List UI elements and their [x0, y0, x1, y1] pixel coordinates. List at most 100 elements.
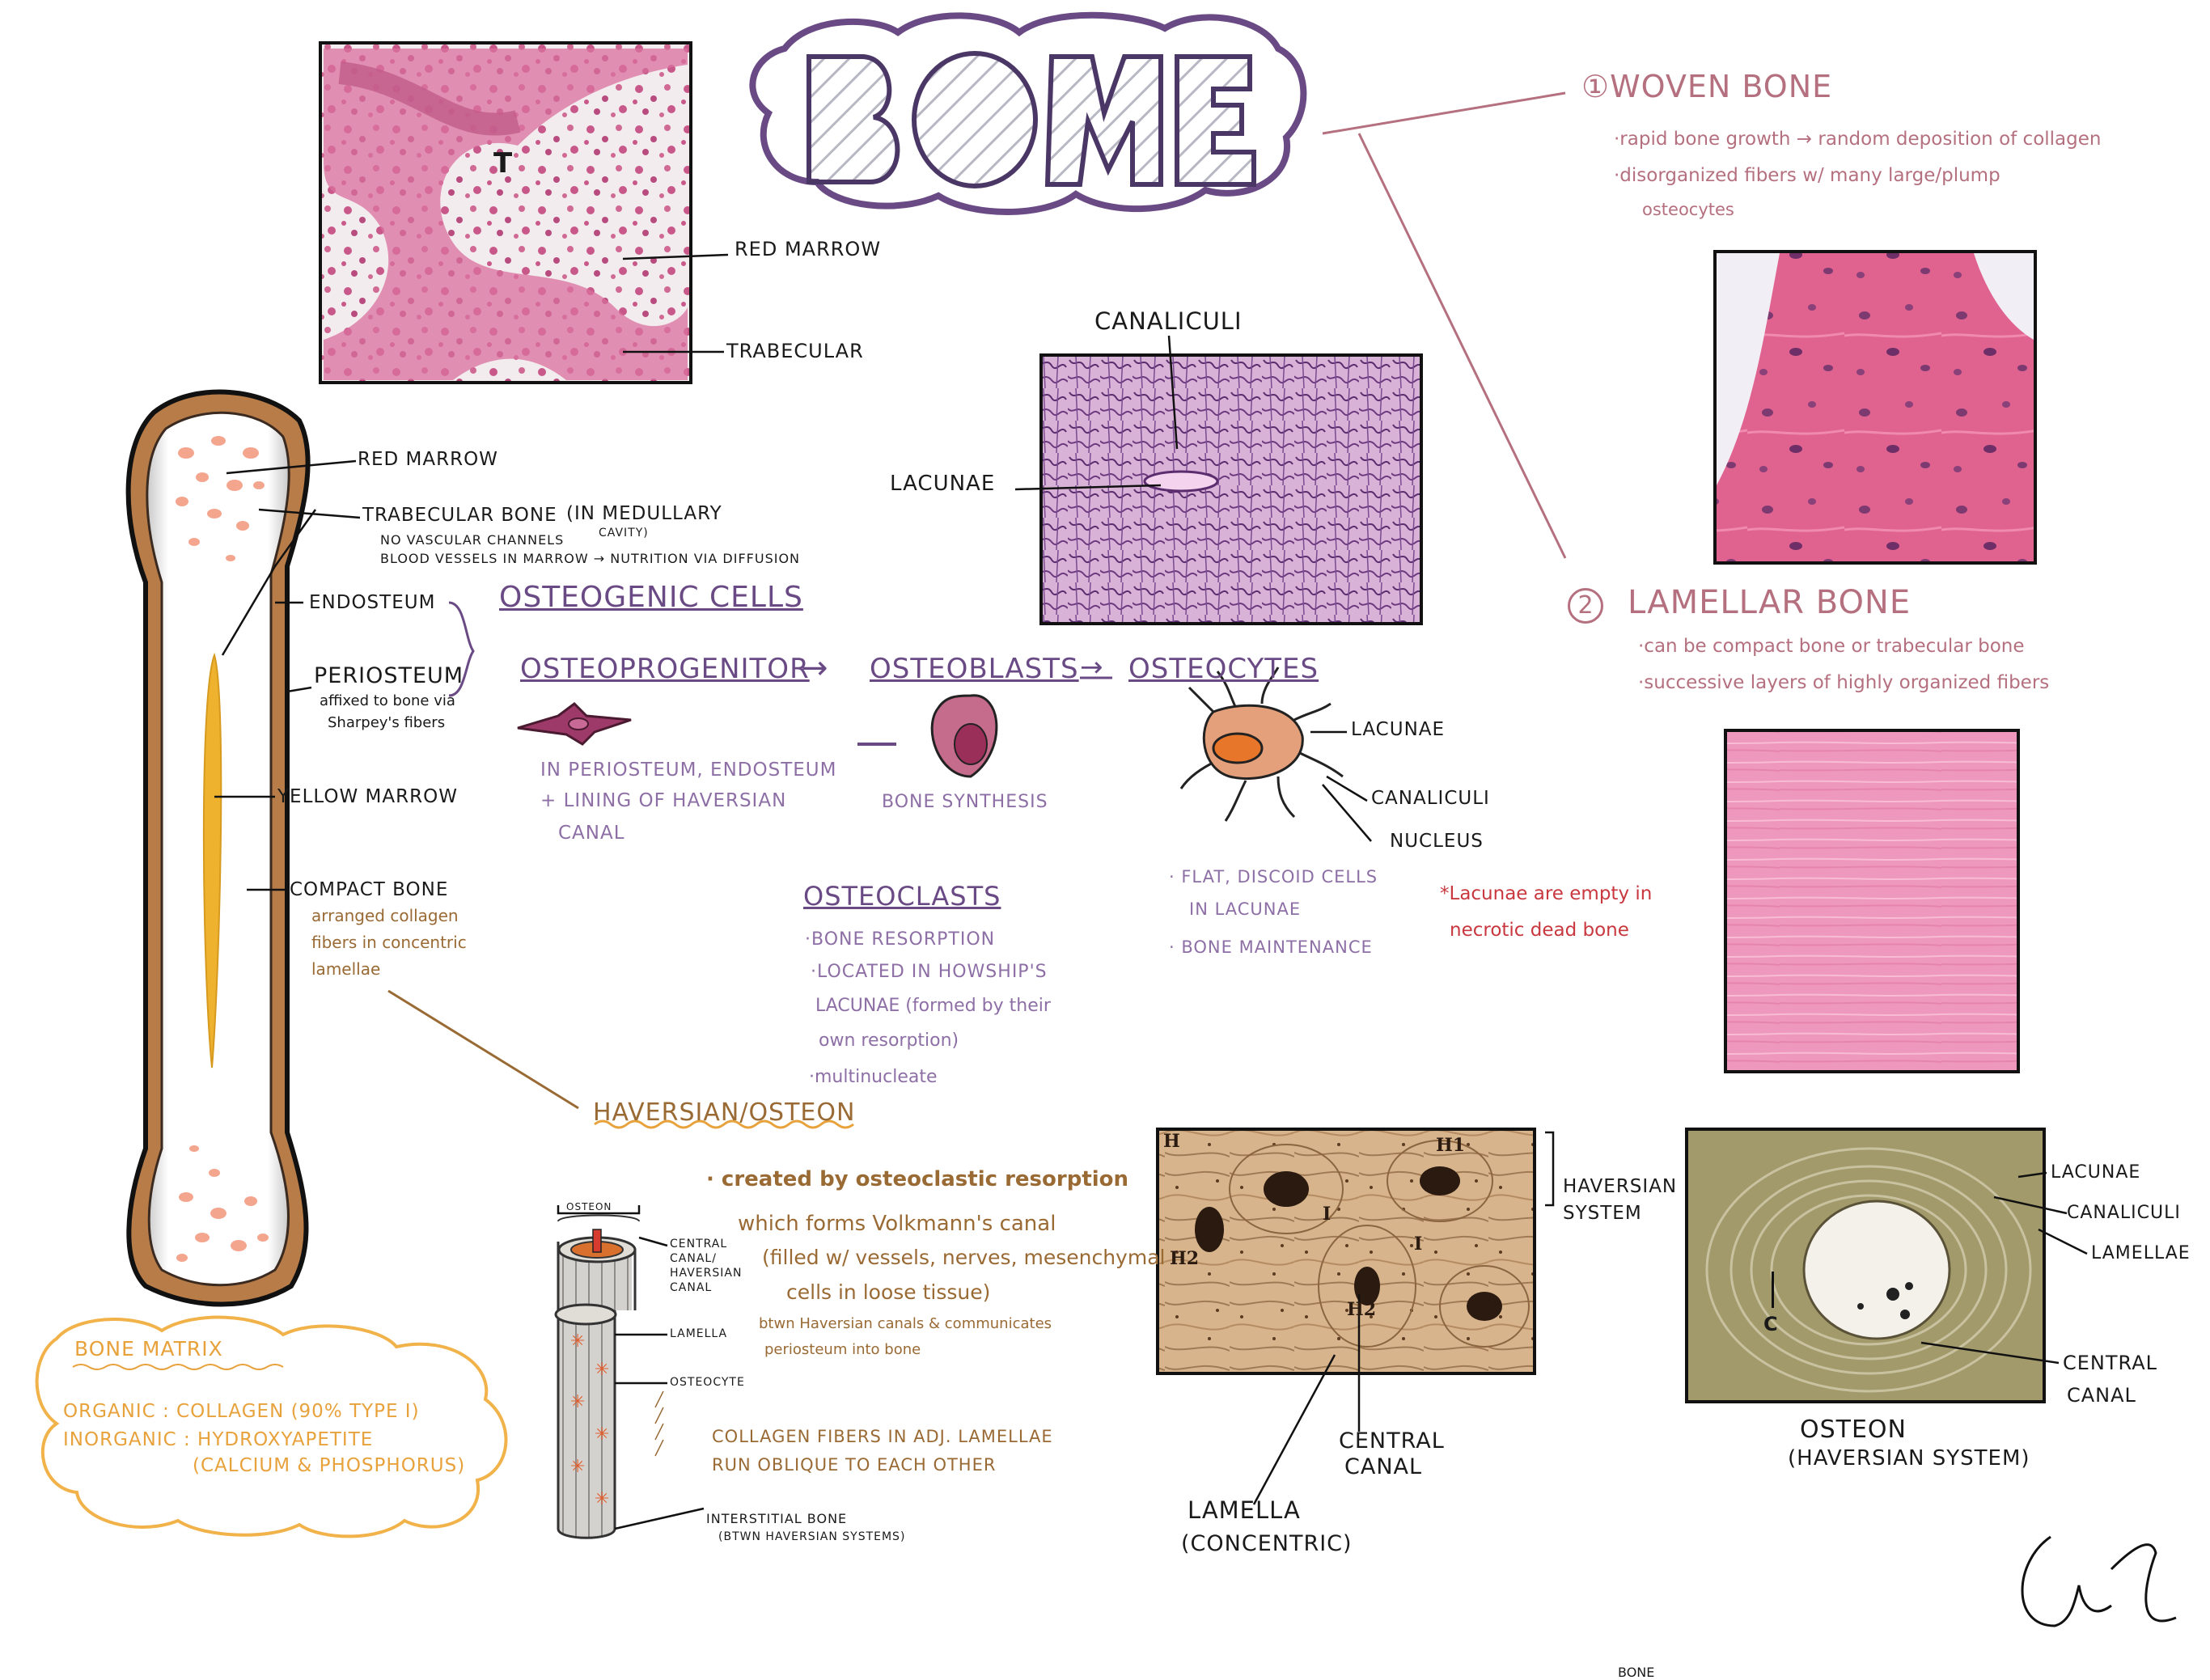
page-title: BONE — [1618, 1665, 1655, 1680]
svg-text:✳: ✳ — [570, 1392, 585, 1412]
note-periosteum-2: Sharpey's fibers — [328, 714, 446, 731]
osteoprogenitor-note-1: IN PERIOSTEUM, ENDOSTEUM — [540, 760, 837, 781]
osteoclasts-note-1: ·BONE RESORPTION — [805, 929, 996, 950]
woven-bone-photo — [1713, 250, 2037, 565]
label-lacunae-photo: LACUNAE — [890, 472, 996, 496]
haversian-photo — [1156, 1128, 1536, 1375]
osteocytes-title: OSTEOCYTES — [1128, 653, 1319, 685]
haversian-photo-i2: I — [1414, 1234, 1423, 1255]
osteocyte-note-3: · BONE MAINTENANCE — [1169, 937, 1373, 957]
note-compact-1: arranged collagen — [311, 906, 459, 925]
osteoclasts-title: OSTEOCLASTS — [803, 881, 1001, 912]
osteon-photo-arrow — [1772, 1272, 1774, 1308]
lamellar-number: 2 — [1568, 588, 1603, 624]
haversian-note-2: which forms Volkmann's canal — [738, 1212, 1056, 1236]
osteon-label-lacunae: LACUNAE — [2051, 1162, 2141, 1183]
woven-note-2: ·disorganized fibers w/ many large/plump — [1614, 165, 2000, 186]
osteoblasts-title: OSTEOBLASTS — [870, 653, 1079, 685]
osteocyte-label-lacunae: LACUNAE — [1351, 719, 1446, 740]
haversian-title: HAVERSIAN/OSTEON — [593, 1098, 856, 1127]
lamella-label-2: (CONCENTRIC) — [1181, 1531, 1353, 1556]
osteoclasts-note-2: ·LOCATED IN HOWSHIP'S — [811, 962, 1048, 982]
leader-lines — [214, 253, 2088, 1530]
svg-text:✳: ✳ — [570, 1331, 585, 1352]
note-compact-2: fibers in concentric — [311, 933, 467, 952]
osteocyte-cell — [1179, 666, 1344, 822]
osteocyte-label-nucleus: NUCLEUS — [1390, 831, 1484, 852]
label-endosteum: ENDOSTEUM — [309, 592, 436, 613]
bone-matrix-underline — [72, 1364, 284, 1370]
haversian-photo-i1: I — [1323, 1204, 1332, 1225]
osteon-cylinder: ✳✳ ✳✳ ✳✳ — [554, 1214, 664, 1539]
necrotic-note-2: necrotic dead bone — [1450, 920, 1629, 941]
svg-text:✳: ✳ — [595, 1489, 609, 1509]
woven-note-1: ·rapid bone growth → random deposition o… — [1614, 129, 2102, 150]
label-compact-bone: COMPACT BONE — [290, 879, 449, 900]
central-canal-label-2: CANAL — [1344, 1454, 1423, 1479]
diagram-label-central-2: CANAL/ — [670, 1252, 717, 1265]
osteogenic-title: OSTEOGENIC CELLS — [499, 581, 803, 614]
diagram-label-central-1: CENTRAL — [670, 1238, 728, 1250]
osteoprogenitor-title: OSTEOPROGENITOR — [520, 653, 810, 685]
osteoprogenitor-note-2: + LINING OF HAVERSIAN — [540, 790, 787, 811]
title-letters — [807, 51, 1256, 188]
diagram-label-interstitial-2: (BTWN HAVERSIAN SYSTEMS) — [718, 1530, 906, 1543]
osteoclasts-note-3: LACUNAE (formed by their — [815, 996, 1051, 1016]
haversian-system-2: SYSTEM — [1563, 1203, 1642, 1224]
haversian-photo-h2a: H2 — [1170, 1248, 1200, 1269]
haversian-underline — [594, 1119, 854, 1129]
woven-note-3: osteocytes — [1642, 200, 1734, 219]
note-compact-3: lamellae — [311, 959, 381, 979]
osteon-label-central-1: CENTRAL — [2063, 1352, 2158, 1374]
haversian-photo-h1: H1 — [1436, 1135, 1466, 1156]
note-periosteum-1: affixed to bone via — [320, 692, 455, 709]
label-red-marrow-top: RED MARROW — [735, 238, 882, 260]
label-medullary: (IN MEDULLARY — [566, 503, 722, 524]
osteon-label-canaliculi: CANALICULI — [2067, 1203, 2181, 1223]
label-red-marrow: RED MARROW — [358, 449, 498, 470]
bone-matrix-cloud — [35, 1315, 508, 1538]
osteon-photo-c: C — [1763, 1313, 1778, 1335]
bone-matrix-inorganic: INORGANIC : HYDROXYAPETITE — [63, 1429, 374, 1450]
osteoblasts-note: BONE SYNTHESIS — [882, 792, 1048, 812]
necrotic-note-1: *Lacunae are empty in — [1440, 883, 1653, 904]
woven-title: ①WOVEN BONE — [1581, 69, 1833, 104]
haversian-photo-h2b: H2 — [1347, 1299, 1377, 1320]
lamella-label-1: LAMELLA — [1188, 1496, 1301, 1524]
arrow-2: → — [1080, 651, 1103, 683]
purple-brackets — [448, 601, 1112, 746]
osteoprogenitor-cell — [517, 702, 632, 746]
lamellar-title: LAMELLAR BONE — [1628, 584, 1912, 621]
canaliculi-photo — [1039, 353, 1423, 625]
osteocyte-note-1: · FLAT, DISCOID CELLS — [1169, 867, 1378, 887]
collagen-note-2: RUN OBLIQUE TO EACH OTHER — [712, 1455, 997, 1475]
svg-text:✳: ✳ — [595, 1424, 609, 1445]
svg-text:✳: ✳ — [570, 1457, 585, 1477]
arrow-1: → — [801, 650, 828, 687]
haversian-note-4: cells in loose tissue) — [786, 1280, 991, 1304]
osteon-caption-2: (HAVERSIAN SYSTEM) — [1788, 1446, 2030, 1471]
osteocyte-label-canaliculi: CANALICULI — [1371, 788, 1490, 809]
bone-matrix-organic: ORGANIC : COLLAGEN (90% TYPE I) — [63, 1401, 420, 1422]
diagram-label-central-3: HAVERSIAN — [670, 1267, 743, 1280]
haversian-note-1: · created by osteoclastic resorption — [706, 1167, 1129, 1191]
lamellar-note-1: ·can be compact bone or trabecular bone — [1638, 636, 2025, 657]
lamellar-note-2: ·successive layers of highly organized f… — [1638, 672, 2050, 693]
osteon-caption-1: OSTEON — [1800, 1416, 1907, 1444]
label-trabecular-bone: TRABECULAR BONE — [362, 505, 557, 526]
diagram-label-interstitial: INTERSTITIAL BONE — [706, 1511, 848, 1526]
label-canaliculi-photo: CANALICULI — [1094, 307, 1243, 335]
osteoclasts-note-5: ·multinucleate — [809, 1067, 938, 1087]
osteon-photo — [1685, 1128, 2046, 1403]
trabecular-photo — [319, 41, 692, 384]
osteon-label-lamellae: LAMELLAE — [2091, 1243, 2191, 1263]
label-cavity: CAVITY) — [599, 527, 649, 540]
haversian-note-5: btwn Haversian canals & communicates — [759, 1315, 1052, 1332]
bone-matrix-inorganic-2: (CALCIUM & PHOSPHORUS) — [193, 1455, 466, 1476]
lamellar-bone-photo — [1724, 729, 2020, 1073]
haversian-note-3: (filled w/ vessels, nerves, mesenchymal — [762, 1246, 1166, 1269]
diagram-label-lamella: LAMELLA — [670, 1327, 728, 1340]
osteoclasts-note-4: own resorption) — [819, 1030, 959, 1051]
central-canal-label-1: CENTRAL — [1339, 1428, 1445, 1454]
